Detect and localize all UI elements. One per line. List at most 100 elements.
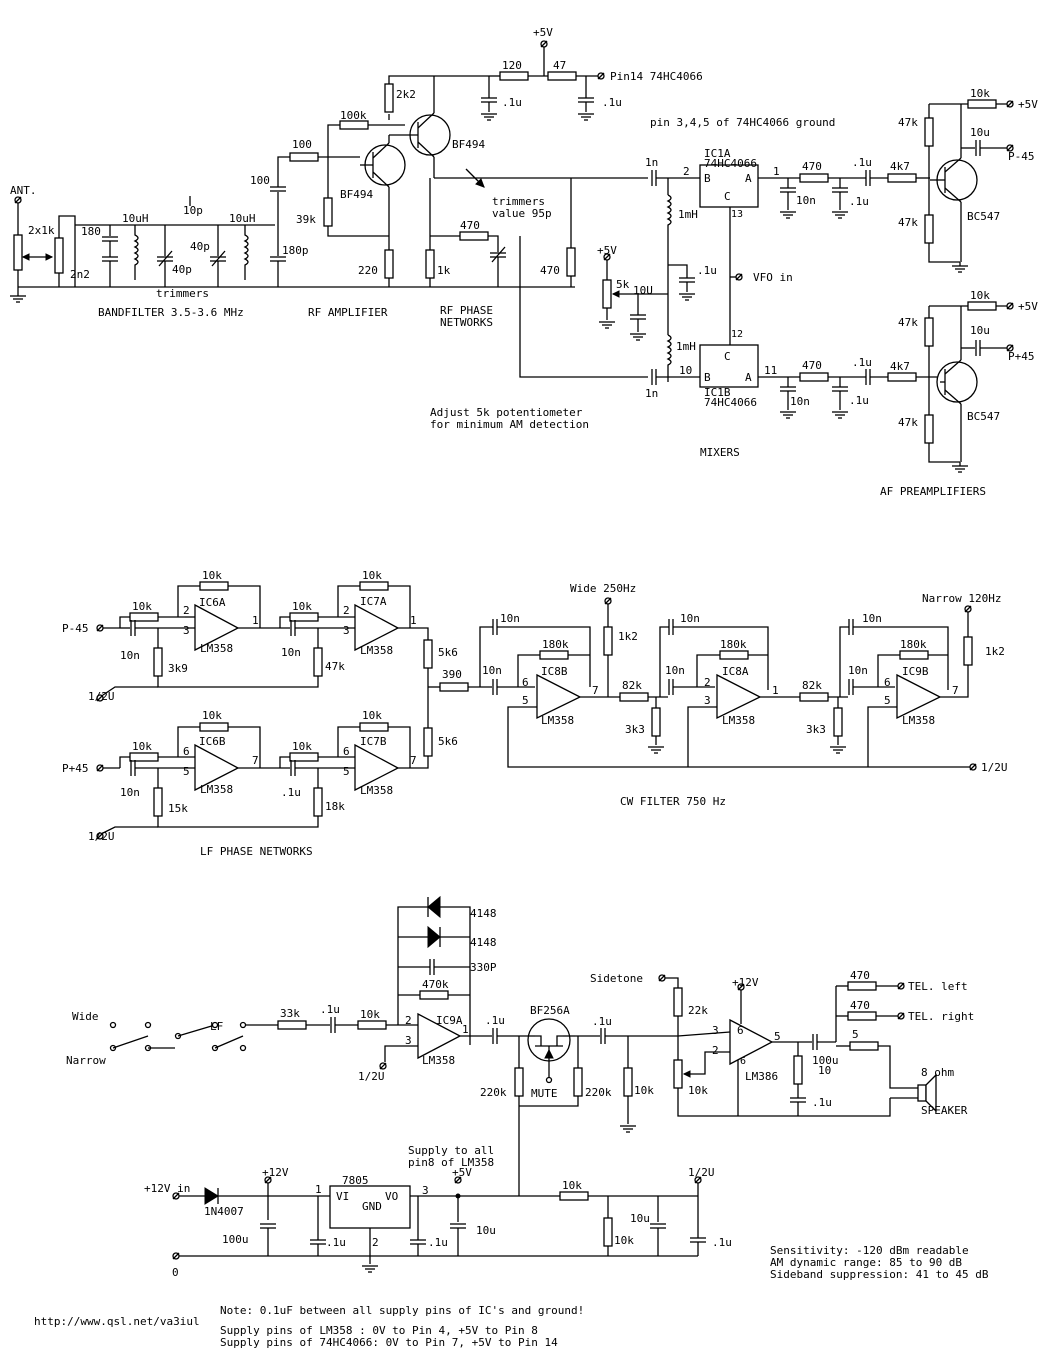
cw-3k3-1-label: 3k3 — [625, 723, 645, 736]
supply-note-1: Supply to all — [408, 1144, 494, 1157]
c01u-b-label: .1u — [602, 96, 622, 109]
c01u-c-label: .1u — [697, 264, 717, 277]
r220k-1-label: 220k — [480, 1086, 507, 1099]
tel-r470-1-label: 470 — [850, 969, 870, 982]
lm386-label: LM386 — [745, 1070, 778, 1083]
r10k-2-label: 10k — [970, 289, 990, 302]
lf-switch-label: LF — [210, 1020, 223, 1033]
r5k6-1-label: 5k6 — [438, 646, 458, 659]
lf-r10k-6-label: 10k — [202, 709, 222, 722]
trimmers-value-2: value 95p — [492, 207, 552, 220]
c10n-m1-label: 10n — [796, 194, 816, 207]
lf-r47k-label: 47k — [325, 660, 345, 673]
tel-left-label: TEL. left — [908, 980, 968, 993]
cw-180k-1-label: 180k — [542, 638, 569, 651]
c100-label: 100 — [250, 174, 270, 187]
r5-label: 5 — [852, 1028, 859, 1041]
ic9b-pin7: 7 — [952, 684, 959, 697]
c10u-1-label: 10u — [970, 126, 990, 139]
v5-label: +5V — [533, 26, 553, 39]
c01u-m3-label: .1u — [849, 394, 869, 407]
r47k-3-label: 47k — [898, 316, 918, 329]
ic6a-label: IC6A — [199, 596, 226, 609]
ic1b-pin11: 11 — [764, 364, 777, 377]
ic1a-pin1: 1 — [773, 165, 780, 178]
adjust-note-2: for minimum AM detection — [430, 418, 589, 431]
af-amp-supply: Wide Narrow LF 33k .1u 10k 4148 4148 — [34, 895, 989, 1349]
r470-m2-label: 470 — [802, 359, 822, 372]
r47k-4-label: 47k — [898, 416, 918, 429]
r470-m1-label: 470 — [802, 160, 822, 173]
reg-gnd: GND — [362, 1200, 382, 1213]
ic1b-type-label: 74HC4066 — [704, 396, 757, 409]
lf-r10k-7-label: 10k — [292, 740, 312, 753]
ic9b-label: IC9B — [902, 665, 929, 678]
c10n-m2-label: 10n — [790, 395, 810, 408]
ic9b-type: LM358 — [902, 714, 935, 727]
r220-label: 220 — [358, 264, 378, 277]
l1mh-a-label: 1mH — [678, 208, 698, 221]
narrow-switch-label: Narrow — [66, 1054, 106, 1067]
cw-10n-2-label: 10n — [482, 664, 502, 677]
r470k-label: 470k — [422, 978, 449, 991]
trimmers-label: trimmers — [156, 287, 209, 300]
reg-pin1: 1 — [315, 1183, 322, 1196]
ic8a-type: LM358 — [722, 714, 755, 727]
zero-label: 0 — [172, 1266, 179, 1279]
p-45-in-label: P-45 — [62, 622, 89, 635]
ic1a-label: IC1A — [704, 147, 731, 160]
ic7b-pin7: 7 — [410, 754, 417, 767]
ic8b-pin6: 6 — [522, 676, 529, 689]
r47-label: 47 — [553, 59, 566, 72]
pot5k-label: 5k — [616, 278, 630, 291]
ps-c10u-2-label: 10u — [630, 1212, 650, 1225]
cw-1k2-1-label: 1k2 — [618, 630, 638, 643]
lf-r10k-3-label: 10k — [292, 600, 312, 613]
c01u-m1-label: .1u — [849, 195, 869, 208]
v12-in-label: +12V in — [144, 1182, 190, 1195]
pot-2x1k-label: 2x1k — [28, 224, 55, 237]
lf-r3k9-label: 3k9 — [168, 662, 188, 675]
af-r10k-2-label: 10k — [634, 1084, 654, 1097]
tel-right-label: TEL. right — [908, 1010, 974, 1023]
ic9a-label: IC9A — [436, 1014, 463, 1027]
cw-82k-1-label: 82k — [622, 679, 642, 692]
lf-r15k-label: 15k — [168, 802, 188, 815]
cw-filter-title: CW FILTER 750 Hz — [620, 795, 726, 808]
spec-dynamic-range: AM dynamic range: 85 to 90 dB — [770, 1256, 962, 1269]
lf-r10k-4-label: 10k — [362, 569, 382, 582]
ic6b-pin5: 5 — [183, 765, 190, 778]
c01u-a-label: .1u — [502, 96, 522, 109]
ic1b-b-label: B — [704, 371, 711, 384]
ps-c01u-2-label: .1u — [428, 1236, 448, 1249]
spec-sideband: Sideband suppression: 41 to 45 dB — [770, 1268, 989, 1281]
rf-phase-title-2: NETWORKS — [440, 316, 493, 329]
ic9b-pin6: 6 — [884, 676, 891, 689]
c180p-label: 180p — [282, 244, 309, 257]
p45-out-label: P+45 — [1008, 350, 1035, 363]
half-u-4-label: 1/2U — [358, 1070, 385, 1083]
reg-vi: VI — [336, 1190, 349, 1203]
r39k-label: 39k — [296, 213, 316, 226]
lm386-pin6: 6 — [737, 1024, 744, 1037]
ic9b-pin5: 5 — [884, 694, 891, 707]
trimmers-value-1: trimmers — [492, 195, 545, 208]
half-u-2-label: 1/2U — [88, 830, 115, 843]
pot10k-label: 10k — [688, 1084, 708, 1097]
bc547-2-label: BC547 — [967, 410, 1000, 423]
ic6b-pin7: 7 — [252, 754, 259, 767]
ps-c10u-1-label: 10u — [476, 1224, 496, 1237]
reg-pin2: 2 — [372, 1236, 379, 1249]
supply-note-2: pin8 of LM358 — [408, 1156, 494, 1169]
sidetone-label: Sidetone — [590, 972, 643, 985]
r4k7-1-label: 4k7 — [890, 160, 910, 173]
ic7a-label: IC7A — [360, 595, 387, 608]
ps-r10k-2-label: 10k — [614, 1234, 634, 1247]
lf-r10k-8-label: 10k — [362, 709, 382, 722]
r22k-label: 22k — [688, 1004, 708, 1017]
ic6a-type: LM358 — [200, 642, 233, 655]
cw-10n-3-label: 10n — [680, 612, 700, 625]
half-u-3-label: 1/2U — [981, 761, 1008, 774]
d4148-1-label: 4148 — [470, 907, 497, 920]
pin345-label: pin 3,4,5 of 74HC4066 ground — [650, 116, 835, 129]
